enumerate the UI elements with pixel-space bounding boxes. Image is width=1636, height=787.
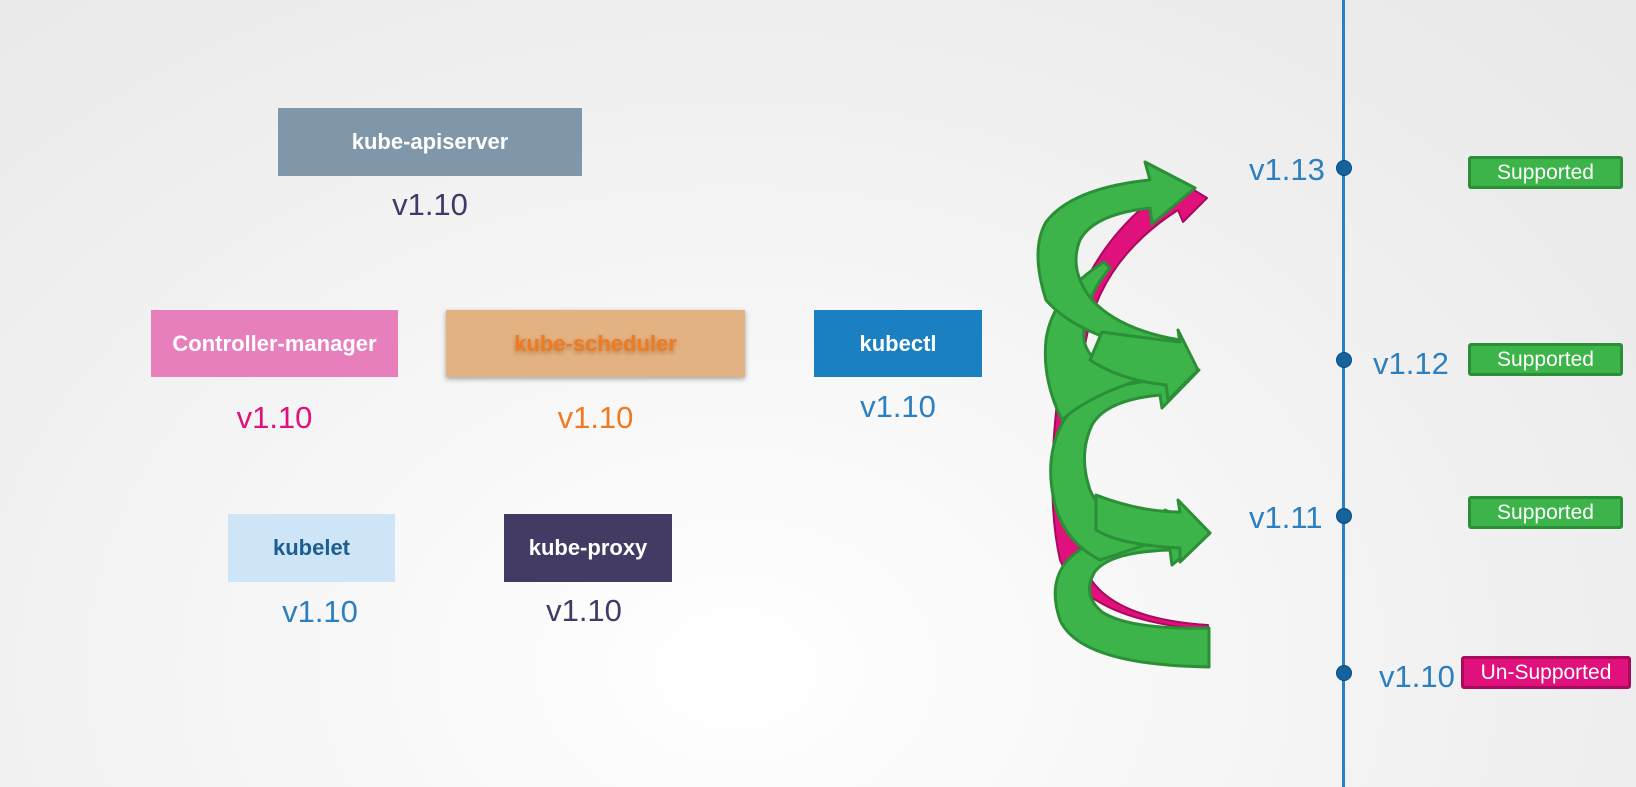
timeline-label-v1-11: v1.11: [1249, 500, 1323, 535]
kubectl-version: v1.10: [860, 389, 936, 424]
kubelet-version: v1.10: [282, 594, 358, 629]
controller-manager-label: Controller-manager: [172, 330, 377, 356]
kube-apiserver-label: kube-apiserver: [351, 129, 509, 154]
controller-manager-version: v1.10: [236, 400, 313, 435]
timeline-dot-v1-12: [1336, 352, 1352, 368]
kube-proxy-box: kube-proxy: [504, 514, 672, 582]
kube-apiserver-box: kube-apiserver: [278, 108, 582, 176]
status-badge-v1-12: Supported: [1468, 343, 1623, 376]
status-badge-v1-13: Supported: [1468, 156, 1623, 189]
timeline-label-v1-13: v1.13: [1249, 152, 1325, 187]
kube-proxy-label: kube-proxy: [528, 535, 648, 560]
timeline-dot-v1-11: [1336, 508, 1352, 524]
kube-proxy-version: v1.10: [546, 593, 622, 628]
timeline-label-v1-10: v1.10: [1379, 659, 1455, 694]
kubectl-box: kubectl: [814, 310, 982, 377]
kube-scheduler-label: kube-scheduler: [514, 330, 677, 356]
green-spiral-arrow-icon: [1036, 160, 1212, 669]
status-badge-v1-11: Supported: [1468, 496, 1623, 529]
status-badge-v1-10: Un-Supported: [1461, 656, 1631, 689]
timeline-dot-v1-10: [1336, 665, 1352, 681]
kube-scheduler-version: v1.10: [557, 400, 634, 435]
kubelet-box: kubelet: [228, 514, 395, 582]
kube-apiserver-version: v1.10: [392, 187, 468, 222]
kubelet-label: kubelet: [272, 535, 351, 560]
timeline-dot-v1-13: [1336, 160, 1352, 176]
version-timeline: [1342, 0, 1345, 787]
timeline-label-v1-12: v1.12: [1373, 346, 1449, 381]
kube-scheduler-box: kube-scheduler: [446, 310, 745, 377]
controller-manager-box: Controller-manager: [151, 310, 398, 377]
kubectl-label: kubectl: [859, 330, 937, 356]
